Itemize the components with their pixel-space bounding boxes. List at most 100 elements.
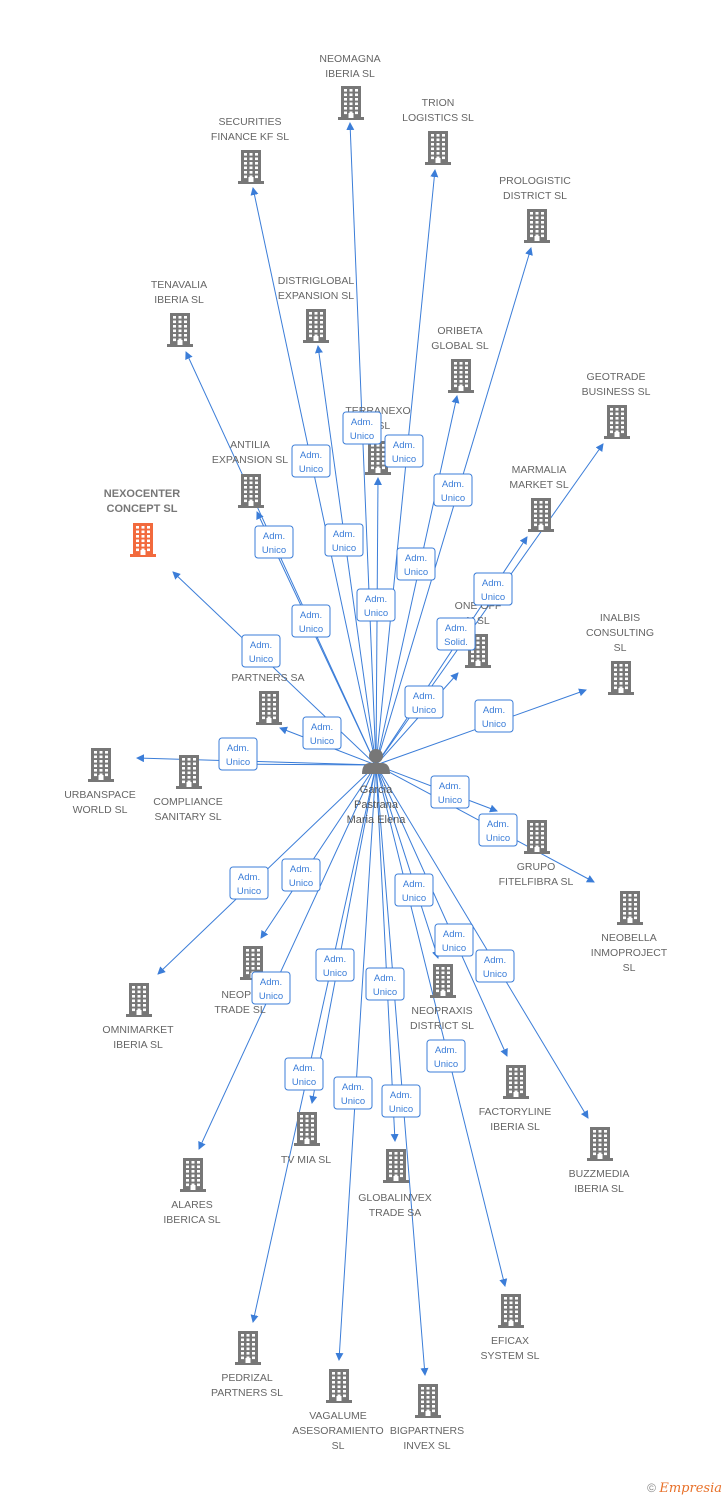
brand-name: Empresia xyxy=(659,1481,722,1496)
edge-label-xpartners[interactable]: Adm.Unico xyxy=(404,685,444,719)
edge-label-text: Unico xyxy=(392,454,416,465)
edge-label-oneoff[interactable]: Adm.Solid. xyxy=(436,617,476,651)
company-label-tenavalia: IBERIA SL xyxy=(154,294,204,306)
company-label-vagalume: VAGALUME xyxy=(309,1410,367,1422)
edge-to-bigpartners xyxy=(375,764,429,1376)
edge-label-globalinvex[interactable]: Adm.Unico xyxy=(365,967,405,1001)
company-label-vagalume: ASESORAMIENTO xyxy=(292,1425,383,1437)
building-icon xyxy=(498,1294,524,1328)
edge-label-antilia[interactable]: Adm.Unico xyxy=(291,604,331,638)
edge-to-vagalume xyxy=(335,764,377,1361)
edge-label-text: Solid. xyxy=(444,637,468,648)
edge-label-bigpartners[interactable]: Adm.Unico xyxy=(381,1084,421,1118)
edge-label-neobella[interactable]: Adm.Unico xyxy=(478,813,518,847)
edge-label-text: Adm. xyxy=(333,529,355,540)
company-label-factoryline: IBERIA SL xyxy=(490,1121,540,1133)
edge-label-terranexo[interactable]: Adm.Unico xyxy=(356,588,396,622)
edge-label-neoprtrade[interactable]: Adm.Unico xyxy=(281,858,321,892)
footer-brand[interactable]: © Empresia xyxy=(647,1481,722,1496)
building-icon xyxy=(604,405,630,439)
edge-label-grupo[interactable]: Adm.Unico xyxy=(430,775,470,809)
company-label-inalbis: CONSULTING xyxy=(586,627,654,639)
edge-label-tenavalia[interactable]: Adm.Unico xyxy=(254,525,294,559)
edge-label-factoryline[interactable]: Adm.Unico xyxy=(434,923,474,957)
edge-label-eficax[interactable]: Adm.Unico xyxy=(426,1039,466,1073)
building-icon xyxy=(383,1149,409,1183)
edge-to-factoryline xyxy=(375,764,508,1057)
edge-label-vagalume[interactable]: Adm.Unico xyxy=(333,1076,373,1110)
edge-to-oneoff xyxy=(375,672,459,766)
edge-label-securities[interactable]: Adm.Unico xyxy=(291,444,331,478)
edge-label-text: Adm. xyxy=(442,479,464,490)
company-label-distriglobal: EXPANSION SL xyxy=(278,290,354,302)
edge-label-compliance[interactable]: Adm.Unico xyxy=(302,716,342,750)
edge-label-buzzmedia[interactable]: Adm.Unico xyxy=(475,949,515,983)
company-node-tvmia[interactable]: TV MIA SL xyxy=(281,1112,331,1166)
edge-label-text: Unico xyxy=(486,833,510,844)
copyright-symbol: © xyxy=(647,1481,657,1495)
edge-label-distriglobal[interactable]: Adm.Unico xyxy=(324,523,364,557)
edge-to-neopraxis xyxy=(375,764,440,959)
building-icon xyxy=(167,313,193,347)
edge-label-neomagna[interactable]: Adm.Unico xyxy=(342,411,382,445)
edge-to-globalinvex xyxy=(375,764,399,1142)
edge-label-nexocenter[interactable]: Adm.Unico xyxy=(241,634,281,668)
company-label-trion: LOGISTICS SL xyxy=(402,112,474,124)
company-label-buzzmedia: IBERIA SL xyxy=(574,1183,624,1195)
edge-label-text: Unico xyxy=(481,592,505,603)
edge-label-omnimarket[interactable]: Adm.Unico xyxy=(229,866,269,900)
edge-label-text: Adm. xyxy=(405,553,427,564)
edge-label-text: Adm. xyxy=(482,578,504,589)
edge-label-oribeta[interactable]: Adm.Unico xyxy=(396,547,436,581)
edge-label-pedrizal[interactable]: Adm.Unico xyxy=(284,1057,324,1091)
company-label-xpartners: PARTNERS SA xyxy=(231,672,304,684)
edge-label-text: Unico xyxy=(389,1104,413,1115)
company-label-oribeta: GLOBAL SL xyxy=(431,340,489,352)
edge-label-text: Unico xyxy=(482,719,506,730)
person-name-line: Maria Elena xyxy=(347,814,407,826)
edge-label-marmalia[interactable]: Adm. Unico xyxy=(473,572,513,606)
edge-label-text: Adm. xyxy=(311,722,333,733)
building-icon xyxy=(430,964,456,998)
edge-label-inalbis[interactable]: Adm.Unico xyxy=(474,699,514,733)
edge-label-text: Adm. xyxy=(238,872,260,883)
edge-label-trion[interactable]: Adm.Unico xyxy=(384,434,424,468)
company-label-prologistic: DISTRICT SL xyxy=(503,190,567,202)
company-label-neopraxis: DISTRICT SL xyxy=(410,1020,474,1032)
person-name-line: Pastrana xyxy=(354,799,399,811)
edge-label-neopraxis[interactable]: Adm.Unico xyxy=(394,873,434,907)
edge-label-alares[interactable]: Adm.Unico xyxy=(251,971,291,1005)
edge-label-urbanspace[interactable]: Adm.Unico xyxy=(218,737,258,771)
company-label-nexocenter: NEXOCENTER xyxy=(104,488,180,500)
edge-label-tvmia[interactable]: Adm.Unico xyxy=(315,948,355,982)
edge-label-prologistic[interactable]: Adm.Unico xyxy=(433,473,473,507)
